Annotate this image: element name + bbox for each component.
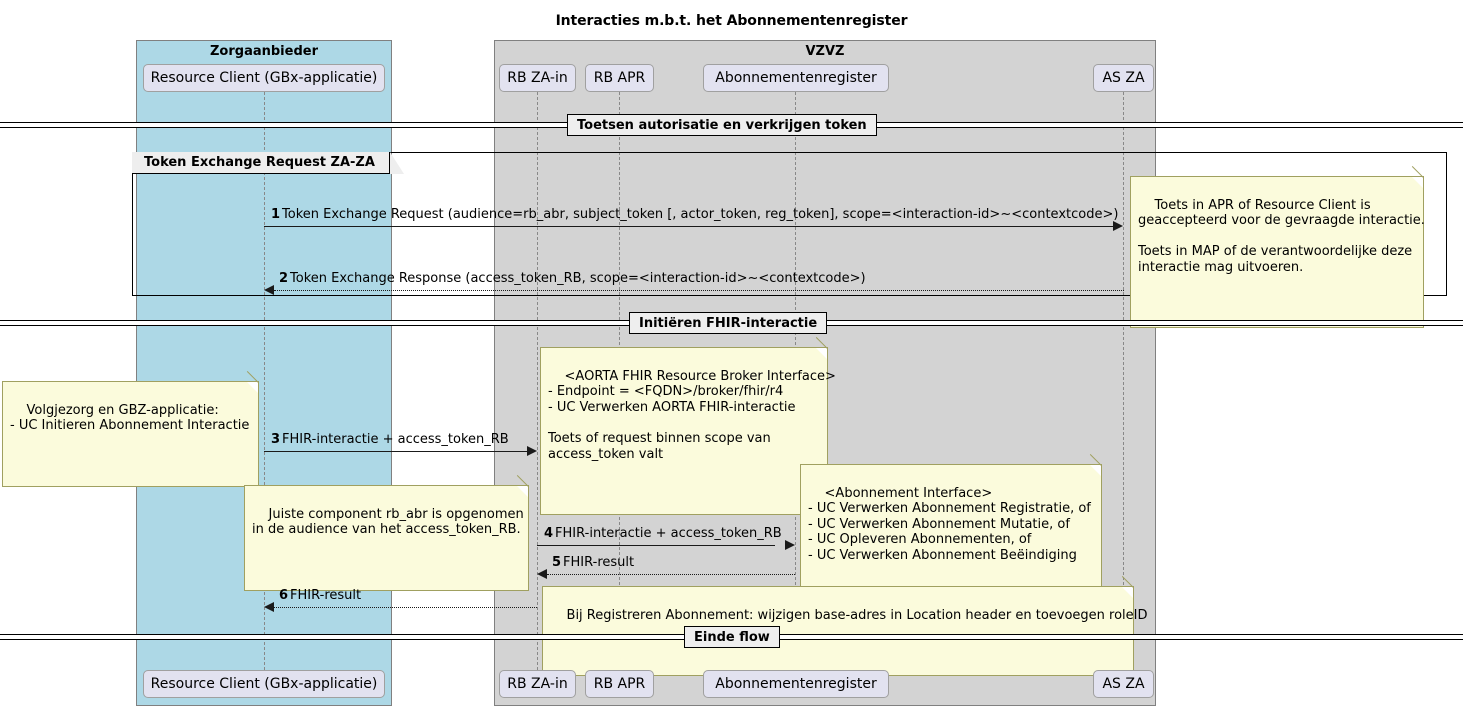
frame-token-exchange-za-za (132, 152, 1447, 296)
message-5-arrowhead-icon (537, 569, 547, 579)
participant-rb-za-in-top[interactable]: RB ZA-in (499, 64, 576, 92)
participant-rb-apr-top[interactable]: RB APR (585, 64, 654, 92)
message-1-text: Token Exchange Request (audience=rb_abr,… (282, 207, 1119, 222)
note-juiste-component-text: Juiste component rb_abr is opgenomen in … (252, 506, 524, 538)
message-3-text: FHIR-interactie + access_token_RB (282, 432, 509, 447)
participant-resource-client-bottom[interactable]: Resource Client (GBx-applicatie) (143, 670, 385, 698)
message-2-number: 2 (279, 271, 289, 286)
note-juiste-component: Juiste component rb_abr is opgenomen in … (244, 475, 529, 591)
message-2-arrowhead-icon (264, 285, 274, 295)
message-2-arrow (274, 290, 1124, 291)
group-title-zorgaanbieder: Zorgaanbieder (210, 44, 318, 59)
note-fold-icon (1412, 177, 1423, 188)
message-4-arrowhead-icon (785, 540, 795, 550)
message-1-arrow (264, 226, 1114, 227)
lifeline-as-za (1123, 92, 1124, 670)
message-5-number: 5 (552, 555, 562, 570)
message-3-number: 3 (271, 432, 281, 447)
message-4-number: 4 (544, 526, 554, 541)
divider-label-initieren: Initiëren FHIR-interactie (629, 312, 828, 334)
message-1-number: 1 (271, 207, 281, 222)
note-apr-map: Toets in APR of Resource Client is geacc… (1130, 166, 1425, 329)
page-title: Interacties m.b.t. het Abonnementenregis… (555, 13, 908, 29)
group-title-vzvz: VZVZ (805, 44, 845, 59)
message-5-text: FHIR-result (563, 555, 635, 570)
message-3-arrowhead-icon (527, 446, 537, 456)
participant-abonnementenregister-bottom[interactable]: Abonnementenregister (703, 670, 889, 698)
note-aorta-broker: <AORTA FHIR Resource Broker Interface> -… (540, 337, 836, 515)
message-6-number: 6 (279, 588, 289, 603)
note-fold-icon (816, 348, 827, 359)
participant-as-za-top[interactable]: AS ZA (1093, 64, 1154, 92)
lifeline-resource-client (264, 92, 265, 670)
note-volgjezorg: Volgjezorg en GBZ-applicatie: - UC Initi… (2, 371, 259, 487)
message-1-arrowhead-icon (1113, 221, 1123, 231)
note-registreren-abonnement: Bij Registreren Abonnement: wijzigen bas… (542, 576, 1148, 676)
note-fold-icon (517, 486, 528, 497)
note-fold-icon (1122, 587, 1133, 598)
participant-abonnementenregister-top[interactable]: Abonnementenregister (703, 64, 889, 92)
note-fold-icon (1090, 465, 1101, 476)
note-aorta-broker-text: <AORTA FHIR Resource Broker Interface> -… (548, 368, 836, 462)
participant-rb-apr-bottom[interactable]: RB APR (585, 670, 654, 698)
note-apr-map-text: Toets in APR of Resource Client is geacc… (1138, 197, 1425, 275)
divider-label-einde-flow: Einde flow (684, 626, 780, 648)
divider-label-toetsen: Toetsen autorisatie en verkrijgen token (567, 114, 877, 136)
message-6-text: FHIR-result (290, 588, 362, 603)
participant-as-za-bottom[interactable]: AS ZA (1093, 670, 1154, 698)
message-4-arrow (537, 545, 775, 546)
participant-rb-za-in-bottom[interactable]: RB ZA-in (499, 670, 576, 698)
frame-tab-corner-icon (390, 152, 404, 174)
frame-tab-token-exchange-za-za: Token Exchange Request ZA-ZA (132, 152, 390, 174)
message-2-text: Token Exchange Response (access_token_RB… (290, 271, 866, 286)
message-4-text: FHIR-interactie + access_token_RB (555, 526, 782, 541)
message-6-arrow (274, 607, 537, 608)
note-fold-icon (247, 382, 258, 393)
message-5-arrow (547, 574, 795, 575)
lifeline-rb-za-in (537, 92, 538, 670)
participant-resource-client-top[interactable]: Resource Client (GBx-applicatie) (143, 64, 385, 92)
note-abonnement-interface-text: <Abonnement Interface> - UC Verwerken Ab… (808, 485, 1091, 563)
message-6-arrowhead-icon (264, 602, 274, 612)
note-volgjezorg-text: Volgjezorg en GBZ-applicatie: - UC Initi… (10, 402, 250, 434)
message-3-arrow (264, 451, 528, 452)
note-registreren-abonnement-text: Bij Registreren Abonnement: wijzigen bas… (566, 607, 1148, 623)
